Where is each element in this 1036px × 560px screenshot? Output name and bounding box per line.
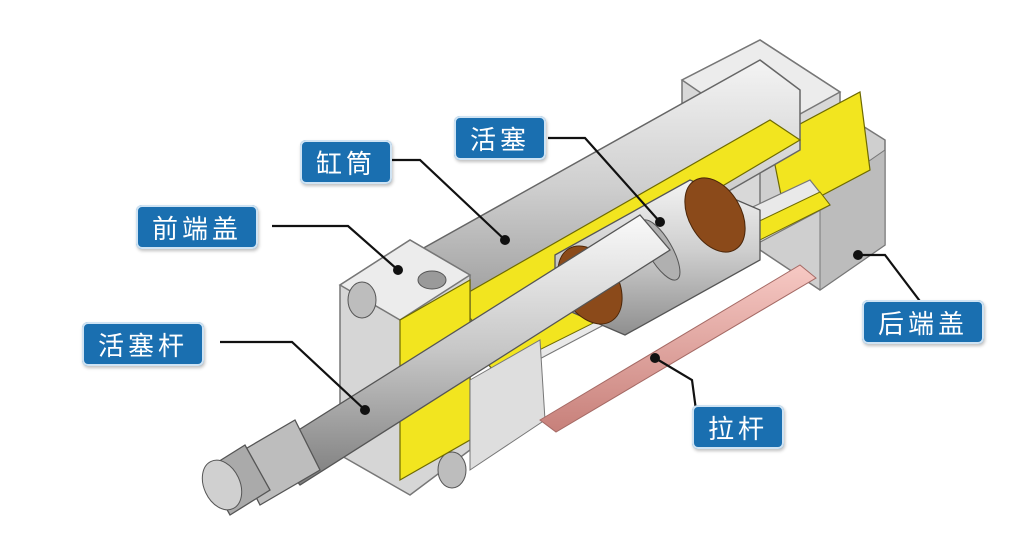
tie-rod-lower [539,264,817,433]
leader-tie-rod [654,357,698,411]
leader-piston-rod [220,340,366,411]
leader-piston [548,136,661,223]
label-front-end-cap: 前端盖 [136,205,259,249]
leader-cylinder-barrel [390,158,506,241]
leader-front-end-cap [272,224,399,271]
label-cylinder-barrel: 缸筒 [300,140,393,184]
piston-rod [201,214,671,516]
label-piston-rod: 活塞杆 [82,322,205,366]
label-tie-rod: 拉杆 [692,405,785,449]
label-rear-end-cap: 后端盖 [862,300,985,344]
label-piston: 活塞 [454,116,547,160]
leader-dots [360,217,863,415]
